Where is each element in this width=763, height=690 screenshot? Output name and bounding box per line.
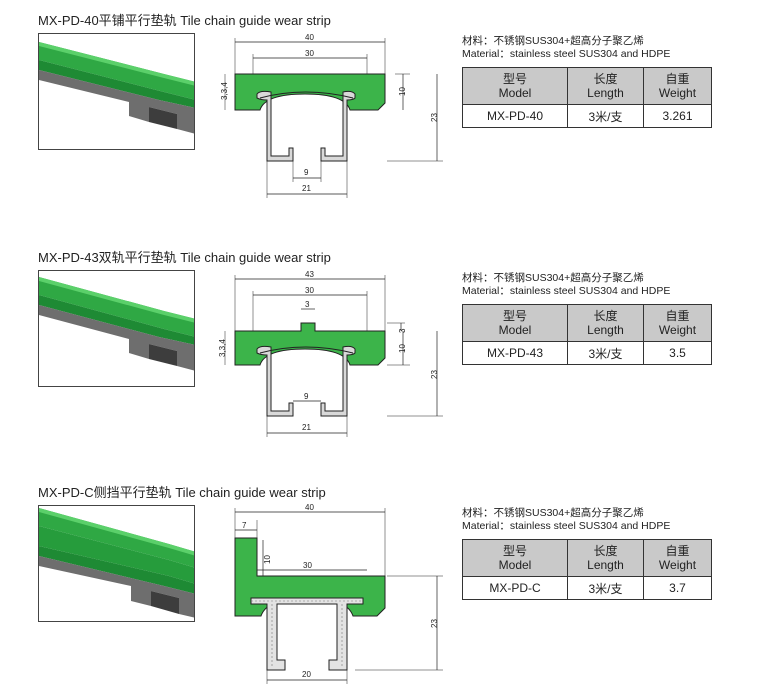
section-title: MX-PD-C侧挡平行垫轨 Tile chain guide wear stri… — [38, 485, 326, 500]
product-photo — [38, 33, 195, 150]
section-title: MX-PD-40平铺平行垫轨 Tile chain guide wear str… — [38, 13, 331, 28]
material-cn: 材料：不锈钢SUS304+超高分子聚乙烯 — [462, 272, 644, 284]
material-cn: 材料：不锈钢SUS304+超高分子聚乙烯 — [462, 35, 644, 47]
material-en: Material：stainless steel SUS304 and HDPE — [462, 48, 671, 60]
product-photo — [38, 270, 195, 387]
dim-gap-9: 9 — [304, 168, 309, 177]
section-title: MX-PD-43双轨平行垫轨 Tile chain guide wear str… — [38, 250, 331, 265]
dim-width-40: 40 — [305, 503, 314, 512]
dim-gap-9: 9 — [304, 392, 309, 401]
dim-width-30: 30 — [303, 561, 312, 570]
dim-height-10: 10 — [398, 344, 407, 353]
cell-weight: 3.5 — [643, 341, 712, 365]
material-en: Material：stainless steel SUS304 and HDPE — [462, 285, 671, 297]
dim-width-30: 30 — [305, 286, 314, 295]
cell-model: MX-PD-43 — [462, 341, 568, 365]
cell-length: 3米/支 — [567, 104, 644, 128]
cross-section-drawing: 40 7 10 30 23 20 — [234, 503, 443, 684]
dim-ridge-3: 3 — [305, 300, 310, 309]
cross-section-drawing: 43 30 3 3,3,4 3 10 23 9 21 — [218, 270, 443, 437]
table-row: MX-PD-40 3米/支 3.261 — [462, 104, 712, 128]
dim-width-40: 40 — [305, 33, 314, 42]
dim-height-23: 23 — [430, 619, 439, 628]
material-text: 材料：不锈钢SUS304+超高分子聚乙烯 Material：stainless … — [462, 507, 670, 533]
dim-base-21: 21 — [302, 423, 311, 432]
dim-width-43: 43 — [305, 270, 314, 279]
dim-base-21: 21 — [302, 184, 311, 193]
dim-height-10: 10 — [398, 87, 407, 96]
dim-base-20: 20 — [302, 670, 311, 679]
dim-left-stack: 3,3,4 — [218, 339, 227, 357]
material-cn: 材料：不锈钢SUS304+超高分子聚乙烯 — [462, 507, 644, 519]
dim-height-23: 23 — [430, 370, 439, 379]
material-en: Material：stainless steel SUS304 and HDPE — [462, 520, 671, 532]
dim-width-30: 30 — [305, 49, 314, 58]
dim-height-10: 10 — [263, 555, 272, 564]
cell-model: MX-PD-C — [462, 576, 568, 600]
material-text: 材料：不锈钢SUS304+超高分子聚乙烯 Material：stainless … — [462, 272, 670, 298]
table-row: MX-PD-C 3米/支 3.7 — [462, 576, 712, 600]
cell-length: 3米/支 — [567, 341, 644, 365]
table-row: MX-PD-43 3米/支 3.5 — [462, 341, 712, 365]
cell-weight: 3.7 — [643, 576, 712, 600]
dim-height-23: 23 — [430, 113, 439, 122]
material-text: 材料：不锈钢SUS304+超高分子聚乙烯 Material：stainless … — [462, 35, 670, 61]
cell-model: MX-PD-40 — [462, 104, 568, 128]
dim-ridge-height-3: 3 — [398, 328, 407, 333]
product-photo — [38, 505, 195, 622]
cell-length: 3米/支 — [567, 576, 644, 600]
cell-weight: 3.261 — [643, 104, 712, 128]
cross-section-drawing: 40 30 3,3,4 10 23 9 21 — [220, 33, 443, 198]
dim-left-stack: 3,3,4 — [220, 82, 229, 100]
dim-width-7: 7 — [242, 521, 247, 530]
